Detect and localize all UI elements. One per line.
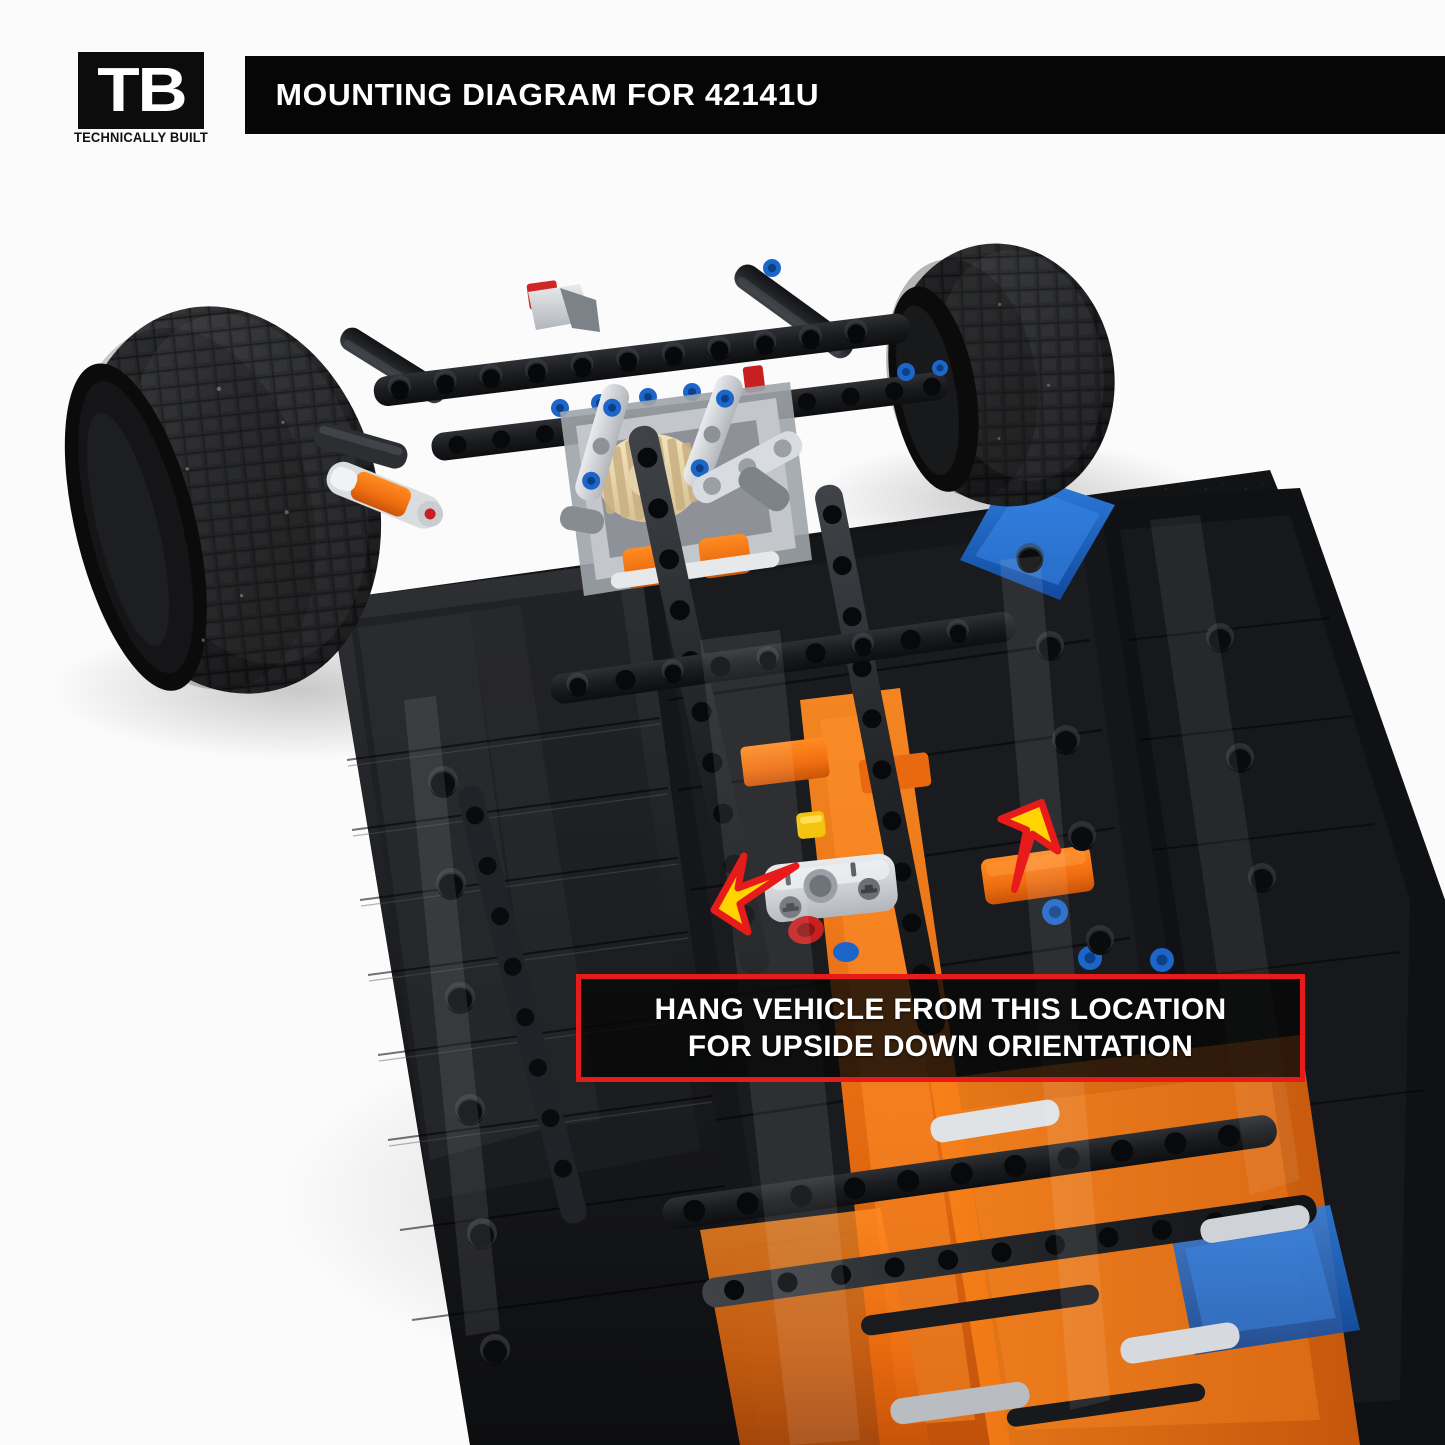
brand-tagline: TECHNICALLY BUILT: [73, 130, 209, 145]
left-pointer-arrow-icon: [708, 848, 808, 940]
callout-line-2: FOR UPSIDE DOWN ORIENTATION: [687, 1030, 1194, 1063]
header-title-bar: MOUNTING DIAGRAM FOR 42141U: [245, 56, 1445, 134]
callout-line-1: HANG VEHICLE FROM THIS LOCATION: [654, 993, 1227, 1026]
page-title: MOUNTING DIAGRAM FOR 42141U: [275, 77, 820, 112]
brand-mark: TB: [96, 55, 187, 125]
brand-logo: TB: [78, 52, 204, 129]
instruction-callout: HANG VEHICLE FROM THIS LOCATION FOR UPSI…: [576, 974, 1305, 1082]
right-pointer-arrow-icon: [978, 798, 1078, 894]
